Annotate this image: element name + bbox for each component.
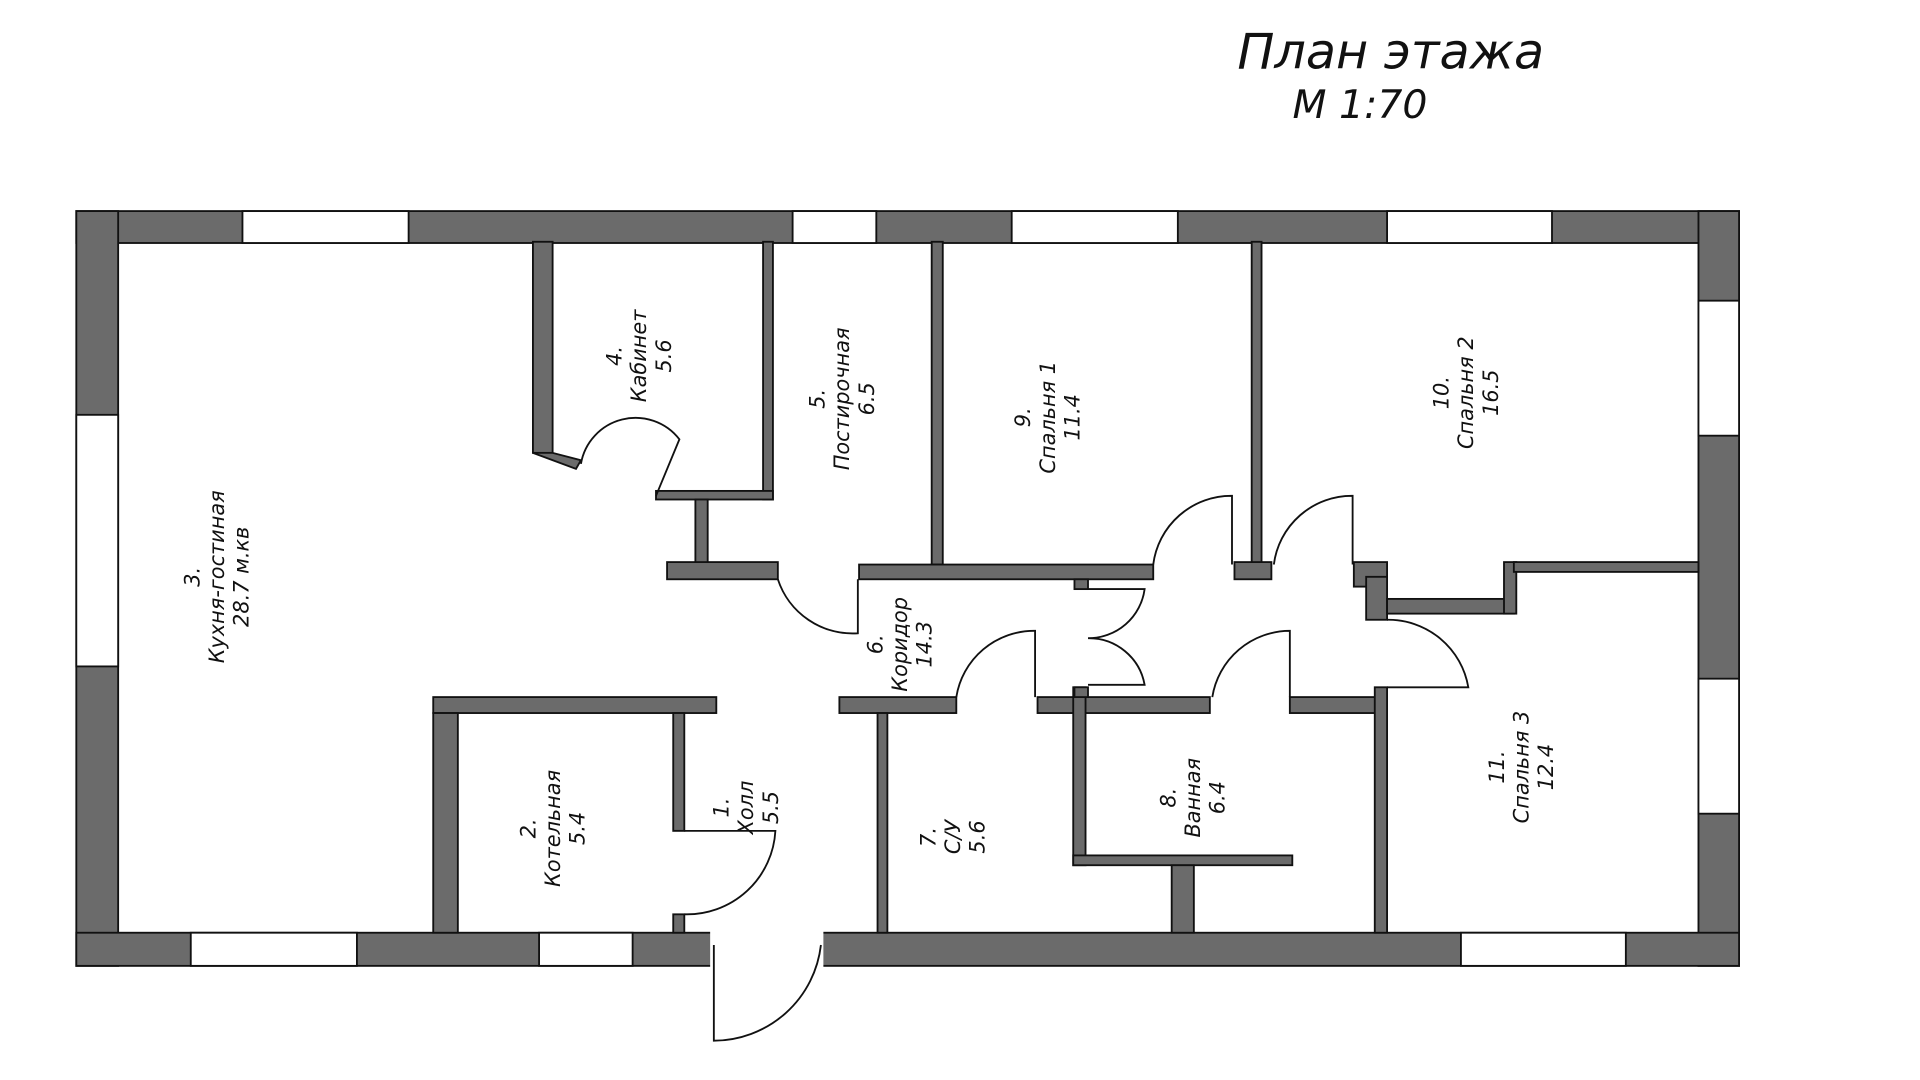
plan-title: План этажа — [1237, 23, 1544, 81]
room-name: Ванная — [1181, 758, 1205, 838]
room-name: Холл — [734, 781, 758, 836]
room-num: 9. — [1011, 407, 1035, 427]
interior-walls — [432, 240, 1700, 934]
room-area: 16.5 — [1479, 370, 1503, 416]
room-num: 8. — [1156, 788, 1180, 808]
room-label: 10.Спальня 216.5 — [1430, 336, 1503, 449]
room-num: 3. — [180, 567, 204, 587]
room-area: 5.5 — [759, 791, 783, 824]
room-area: 12.4 — [1534, 744, 1558, 790]
room-name: Спальня 1 — [1036, 361, 1060, 474]
room-num: 5. — [806, 389, 830, 409]
room-area: 14.3 — [913, 621, 937, 667]
doors — [580, 416, 1470, 1042]
room-area: 28.7 м.кв — [230, 527, 254, 627]
room-num: 2. — [516, 818, 540, 838]
room-num: 7. — [916, 827, 940, 847]
room-num: 4. — [603, 346, 627, 366]
room-name: Коридор — [888, 597, 912, 692]
room-label: 2.Котельная5.4 — [516, 770, 589, 887]
room-label: 4.Кабинет5.6 — [603, 309, 676, 402]
plan-scale: М 1:70 — [1293, 83, 1428, 128]
room-num: 11. — [1485, 750, 1509, 783]
room-label: 9.Спальня 111.4 — [1011, 361, 1084, 474]
room-num: 10. — [1430, 376, 1454, 409]
room-label: 8.Ванная6.4 — [1156, 758, 1229, 838]
outer-walls — [75, 210, 1741, 967]
room-area: 6.4 — [1206, 781, 1230, 814]
room-label: 6.Коридор14.3 — [863, 597, 936, 692]
room-label: 3.Кухня-гостиная28.7 м.кв — [180, 490, 253, 663]
room-name: Кабинет — [627, 309, 651, 402]
room-num: 6. — [863, 634, 887, 654]
room-area: 5.6 — [652, 339, 676, 372]
windows — [75, 210, 1741, 969]
room-area: 5.4 — [566, 812, 590, 845]
room-label: 1.Холл5.5 — [710, 781, 783, 836]
room-name: Котельная — [541, 770, 565, 887]
room-name: С/У — [941, 819, 965, 855]
room-name: Спальня 3 — [1510, 711, 1534, 824]
room-area: 6.5 — [855, 382, 879, 415]
room-labels: 1.Холл5.52.Котельная5.43.Кухня-гостиная2… — [180, 309, 1558, 887]
room-label: 5.Постирочная6.5 — [806, 327, 879, 470]
room-label: 7.С/У5.6 — [916, 819, 989, 855]
room-name: Спальня 2 — [1454, 336, 1478, 449]
room-name: Кухня-гостиная — [205, 490, 229, 663]
room-area: 11.4 — [1060, 394, 1084, 440]
room-num: 1. — [710, 798, 734, 818]
room-name: Постирочная — [830, 327, 854, 470]
room-label: 11.Спальня 312.4 — [1485, 711, 1558, 824]
room-area: 5.6 — [966, 820, 990, 853]
